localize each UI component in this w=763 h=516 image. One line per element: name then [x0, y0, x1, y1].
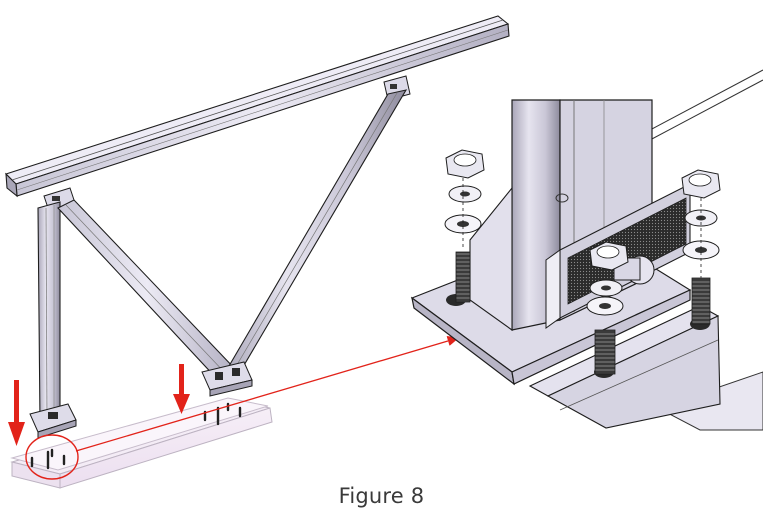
- fastener-stack-front: [586, 241, 629, 316]
- down-arrow-front: [8, 380, 25, 446]
- threaded-stud-front: [594, 329, 616, 375]
- detail-circle: [25, 434, 79, 480]
- top-rail: [4, 15, 510, 198]
- detail-leader-arrow: [75, 335, 460, 452]
- frame-assembly: [4, 15, 510, 489]
- threaded-stud-right: [691, 277, 711, 325]
- threaded-stud-left: [455, 251, 471, 303]
- rear-foot: [201, 361, 253, 397]
- fastener-stack-left: [444, 149, 485, 250]
- diagonal-brace-lower: [57, 199, 237, 381]
- mounting-diagram: [4, 15, 763, 489]
- front-foot: [29, 403, 77, 439]
- fastener-stack-right: [681, 169, 721, 278]
- diagonal-brace-rear: [220, 89, 408, 379]
- anchor-studs: [30, 402, 242, 470]
- concrete-block: [10, 397, 273, 489]
- figure-caption: Figure 8: [338, 484, 425, 508]
- down-arrow-rear: [173, 364, 190, 414]
- front-post: [37, 201, 61, 423]
- detail-inset: [410, 69, 763, 431]
